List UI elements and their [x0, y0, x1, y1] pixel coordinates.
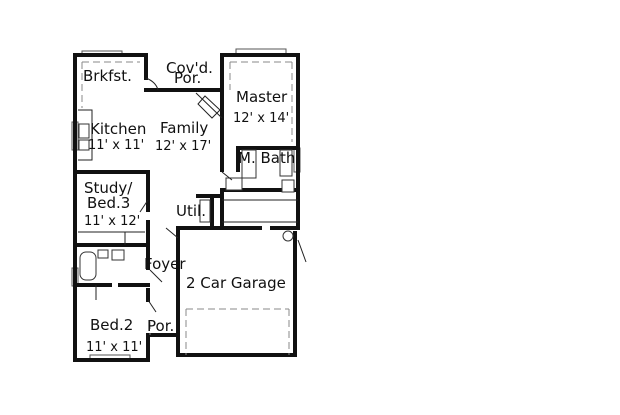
bed2-label: Bed.2: [90, 316, 134, 334]
utility-label: Util.: [176, 202, 206, 220]
fixtures: [78, 77, 307, 313]
study-dimensions: 11' x 12': [84, 214, 141, 229]
garage-label: 2 Car Garage: [186, 274, 286, 292]
study-label-line1: Study/: [84, 179, 133, 197]
kitchen-label: Kitchen: [90, 120, 147, 138]
covered-porch-label-line1: Cov'd.: [166, 59, 213, 77]
family-label: Family: [160, 119, 209, 137]
breakfast-label: Brkfst.: [83, 67, 132, 85]
bed2-dimensions: 11' x 11': [86, 340, 143, 355]
porch-label: Por.: [147, 317, 175, 335]
study-label-line2: Bed.3: [87, 194, 131, 212]
family-dimensions: 12' x 17': [155, 139, 212, 154]
master-label: Master: [236, 88, 288, 106]
walls: [73, 53, 300, 362]
master-dimensions: 12' x 14': [233, 111, 290, 126]
covered-porch-label-line2: Por.: [174, 69, 202, 87]
master-bath-label: M. Bath: [238, 149, 296, 167]
kitchen-dimensions: 11' x 11': [88, 138, 145, 153]
foyer-label: Foyer: [144, 255, 186, 273]
dashed-lines: [81, 61, 293, 355]
